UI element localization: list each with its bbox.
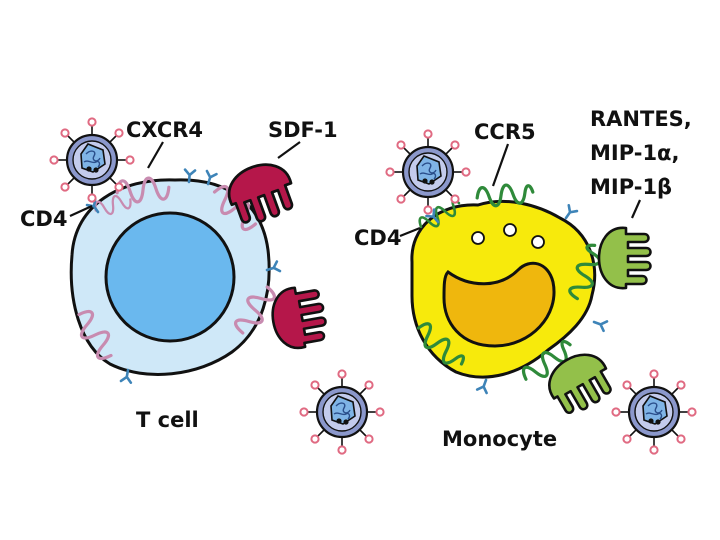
monocyte-label: Monocyte <box>442 427 557 451</box>
cd4-receptor-icon <box>590 316 609 333</box>
monocyte-vesicle <box>503 223 517 237</box>
monocyte <box>410 199 597 379</box>
ccr5-label: CCR5 <box>474 120 536 144</box>
chemokine-label-mip1b: MIP-1β <box>590 175 672 199</box>
cd4-label-left: CD4 <box>20 207 67 231</box>
t-cell-label: T cell <box>136 408 199 432</box>
virus-icon <box>611 369 697 455</box>
monocyte-vesicle <box>471 231 485 245</box>
chemokine-ligand-icon <box>597 226 652 290</box>
chemokine-label-mip1a: MIP-1α, <box>590 141 679 165</box>
cd4-receptor-icon <box>475 376 492 395</box>
virus-icon <box>385 129 471 215</box>
monocyte-vesicle <box>531 235 545 249</box>
virus-icon <box>299 369 385 455</box>
monocyte-nucleus <box>442 261 556 348</box>
virus-icon <box>49 117 135 203</box>
chemokine-label-rantes: RANTES, <box>590 107 692 131</box>
leader-lines <box>69 141 642 238</box>
t-cell <box>69 178 271 376</box>
cd4-label-right: CD4 <box>354 226 401 250</box>
t-cell-nucleus <box>104 211 236 343</box>
sdf1-label: SDF-1 <box>268 118 338 142</box>
sdf1-ligand-icon <box>266 282 331 354</box>
cxcr4-label: CXCR4 <box>126 118 203 142</box>
